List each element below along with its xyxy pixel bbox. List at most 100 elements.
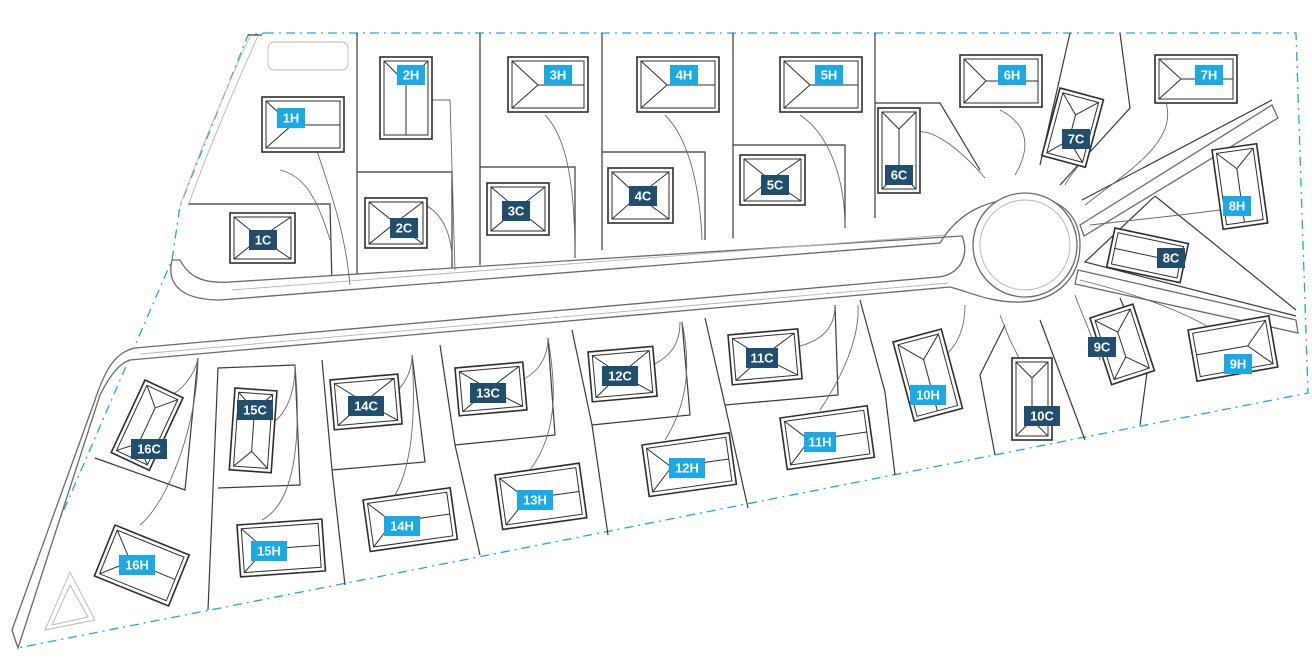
lot-label-4C[interactable]: 4C	[629, 186, 657, 206]
lot-label-2H[interactable]: 2H	[397, 65, 425, 85]
lot-label-text: 2H	[403, 68, 420, 83]
lot-label-text: 1H	[283, 111, 300, 126]
lot-label-text: 6C	[891, 168, 908, 183]
lot-label-13C[interactable]: 13C	[470, 383, 506, 403]
lot-label-6H[interactable]: 6H	[998, 65, 1026, 85]
lot-label-10C[interactable]: 10C	[1024, 406, 1060, 426]
label-bg	[629, 186, 657, 206]
lot-label-3H[interactable]: 3H	[544, 65, 572, 85]
lot-label-11H[interactable]: 11H	[804, 432, 836, 452]
label-bg	[910, 385, 946, 405]
lot-lines	[94, 32, 1297, 611]
lot-label-text: 11H	[808, 435, 831, 450]
label-bg	[544, 65, 572, 85]
lot-label-text: 11C	[750, 351, 774, 366]
label-bg	[761, 175, 789, 195]
label-bg	[602, 366, 638, 386]
label-bg	[815, 65, 843, 85]
lot-label-text: 16C	[137, 442, 161, 457]
label-bg	[746, 348, 778, 368]
lot-label-10H[interactable]: 10H	[910, 385, 946, 405]
lot-label-text: 14C	[354, 399, 378, 414]
lot-label-text: 2C	[396, 221, 413, 236]
label-bg	[885, 165, 913, 185]
lot-label-16H[interactable]: 16H	[119, 555, 155, 575]
lot-label-7H[interactable]: 7H	[1195, 65, 1223, 85]
label-bg	[669, 458, 705, 478]
lot-label-7C[interactable]: 7C	[1062, 129, 1090, 149]
lot-label-text: 3H	[550, 68, 567, 83]
lot-label-text: 16H	[125, 558, 149, 573]
lot-label-9H[interactable]: 9H	[1224, 354, 1252, 374]
lot-label-14C[interactable]: 14C	[348, 396, 384, 416]
road	[11, 35, 1299, 651]
lot-label-11C[interactable]: 11C	[746, 348, 778, 368]
label-bg	[1088, 337, 1116, 357]
label-bg	[237, 400, 273, 420]
lot-label-1H[interactable]: 1H	[277, 108, 305, 128]
label-bg	[804, 432, 836, 452]
lot-label-8H[interactable]: 8H	[1223, 196, 1251, 216]
label-bg	[390, 218, 418, 238]
lot-labels: 1H 2H 3H 4H 5H 6H 7H 8H 9H 10H 11H 12H 1…	[119, 65, 1252, 575]
lot-label-12C[interactable]: 12C	[602, 366, 638, 386]
lot-label-12H[interactable]: 12H	[669, 458, 705, 478]
label-bg	[251, 541, 287, 561]
label-bg	[1195, 65, 1223, 85]
lot-label-text: 3C	[508, 204, 525, 219]
label-bg	[348, 396, 384, 416]
lot-label-9C[interactable]: 9C	[1088, 337, 1116, 357]
lot-label-text: 7C	[1068, 132, 1085, 147]
label-bg	[249, 230, 277, 250]
lot-label-text: 9C	[1094, 340, 1111, 355]
lot-label-text: 13H	[523, 493, 547, 508]
lot-label-15C[interactable]: 15C	[237, 400, 273, 420]
label-bg	[502, 201, 530, 221]
label-bg	[119, 555, 155, 575]
lot-label-text: 8H	[1229, 199, 1246, 214]
lot-label-1C[interactable]: 1C	[249, 230, 277, 250]
lot-label-15H[interactable]: 15H	[251, 541, 287, 561]
label-bg	[384, 516, 420, 536]
lot-label-text: 15H	[257, 544, 281, 559]
lot-label-text: 7H	[1201, 68, 1218, 83]
lot-label-14H[interactable]: 14H	[384, 516, 420, 536]
lot-label-text: 5C	[767, 178, 784, 193]
label-bg	[670, 65, 698, 85]
lot-label-5C[interactable]: 5C	[761, 175, 789, 195]
label-bg	[1062, 129, 1090, 149]
lot-label-text: 12H	[675, 461, 699, 476]
label-bg	[517, 490, 553, 510]
label-bg	[1024, 406, 1060, 426]
lot-label-text: 12C	[608, 369, 632, 384]
lot-label-6C[interactable]: 6C	[885, 165, 913, 185]
lot-label-text: 6H	[1004, 68, 1021, 83]
lot-label-5H[interactable]: 5H	[815, 65, 843, 85]
lot-label-text: 8C	[1163, 251, 1180, 266]
lot-label-text: 15C	[243, 403, 267, 418]
lot-label-text: 10H	[916, 388, 940, 403]
lot-label-text: 4C	[635, 189, 652, 204]
lot-label-text: 1C	[255, 233, 272, 248]
label-bg	[397, 65, 425, 85]
lot-label-16C[interactable]: 16C	[131, 439, 167, 459]
lot-label-text: 4H	[676, 68, 693, 83]
lot-label-3C[interactable]: 3C	[502, 201, 530, 221]
label-bg	[1223, 196, 1251, 216]
lot-label-8C[interactable]: 8C	[1157, 248, 1185, 268]
label-bg	[470, 383, 506, 403]
lot-label-text: 5H	[821, 68, 838, 83]
label-bg	[998, 65, 1026, 85]
label-bg	[1224, 354, 1252, 374]
building-footprints	[93, 54, 1279, 608]
label-bg	[277, 108, 305, 128]
lot-label-13H[interactable]: 13H	[517, 490, 553, 510]
label-bg	[1157, 248, 1185, 268]
lot-label-2C[interactable]: 2C	[390, 218, 418, 238]
lot-label-4H[interactable]: 4H	[670, 65, 698, 85]
lot-label-text: 14H	[390, 519, 414, 534]
lot-label-text: 13C	[476, 386, 500, 401]
lot-label-text: 9H	[1230, 357, 1247, 372]
label-bg	[131, 439, 167, 459]
